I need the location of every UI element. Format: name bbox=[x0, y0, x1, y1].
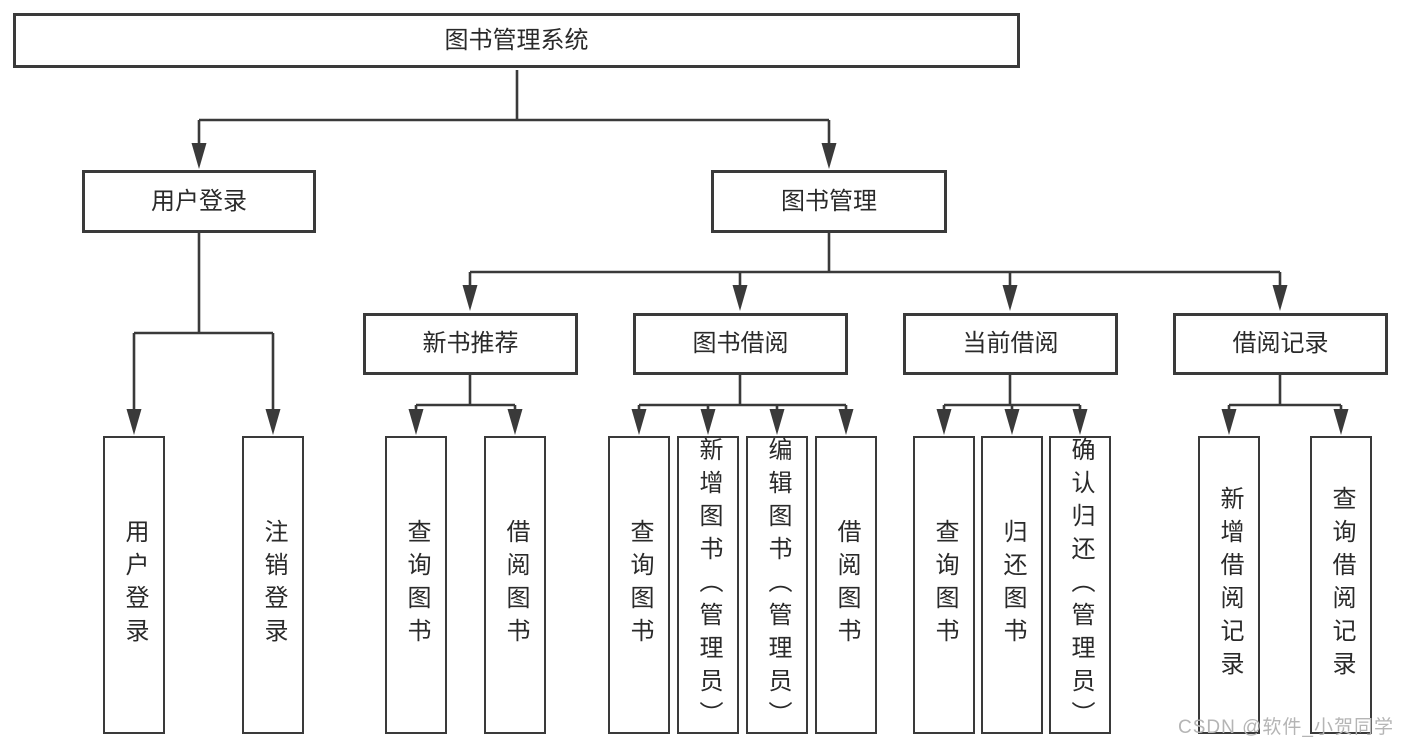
leaf-query-books-current-label: 查询图书 bbox=[931, 519, 958, 651]
leaf-add-borrow-record-label: 新增借阅记录 bbox=[1216, 486, 1243, 684]
leaf-query-borrow-record-label: 查询借阅记录 bbox=[1328, 486, 1355, 684]
leaf-user-login-label: 用户登录 bbox=[121, 519, 148, 651]
leaf-query-books-recommend-label: 查询图书 bbox=[403, 519, 430, 651]
node-book-management: 图书管理 bbox=[711, 170, 947, 233]
leaf-edit-book-admin: 编辑图书（管理员） bbox=[746, 436, 808, 734]
leaf-query-books-borrowing-label: 查询图书 bbox=[626, 519, 653, 651]
leaf-borrow-books-recommend: 借阅图书 bbox=[484, 436, 546, 734]
leaf-query-books-recommend: 查询图书 bbox=[385, 436, 447, 734]
node-new-book-recommend: 新书推荐 bbox=[363, 313, 578, 375]
leaf-user-login: 用户登录 bbox=[103, 436, 165, 734]
connector-paths bbox=[132, 70, 1343, 412]
arrowheads bbox=[126, 143, 1349, 435]
leaf-logout: 注销登录 bbox=[242, 436, 304, 734]
leaf-query-books-current: 查询图书 bbox=[913, 436, 975, 734]
leaf-add-book-admin: 新增图书（管理员） bbox=[677, 436, 739, 734]
node-current-borrowing: 当前借阅 bbox=[903, 313, 1118, 375]
node-book-borrowing: 图书借阅 bbox=[633, 313, 848, 375]
leaf-confirm-return-admin: 确认归还（管理员） bbox=[1049, 436, 1111, 734]
leaf-query-books-borrowing: 查询图书 bbox=[608, 436, 670, 734]
leaf-borrow-books-borrowing-label: 借阅图书 bbox=[833, 519, 860, 651]
watermark-text: CSDN @软件_小贺同学 bbox=[1178, 717, 1394, 738]
leaf-borrow-books-borrowing: 借阅图书 bbox=[815, 436, 877, 734]
leaf-edit-book-admin-label: 编辑图书（管理员） bbox=[764, 436, 791, 734]
leaf-query-borrow-record: 查询借阅记录 bbox=[1310, 436, 1372, 734]
leaf-borrow-books-recommend-label: 借阅图书 bbox=[502, 519, 529, 651]
leaf-confirm-return-admin-label: 确认归还（管理员） bbox=[1067, 436, 1094, 734]
leaf-return-book: 归还图书 bbox=[981, 436, 1043, 734]
leaf-add-borrow-record: 新增借阅记录 bbox=[1198, 436, 1260, 734]
leaf-return-book-label: 归还图书 bbox=[999, 519, 1026, 651]
node-borrow-records: 借阅记录 bbox=[1173, 313, 1388, 375]
leaf-logout-label: 注销登录 bbox=[260, 519, 287, 651]
node-user-login: 用户登录 bbox=[82, 170, 316, 233]
node-root-system: 图书管理系统 bbox=[13, 13, 1020, 68]
leaf-add-book-admin-label: 新增图书（管理员） bbox=[695, 436, 722, 734]
